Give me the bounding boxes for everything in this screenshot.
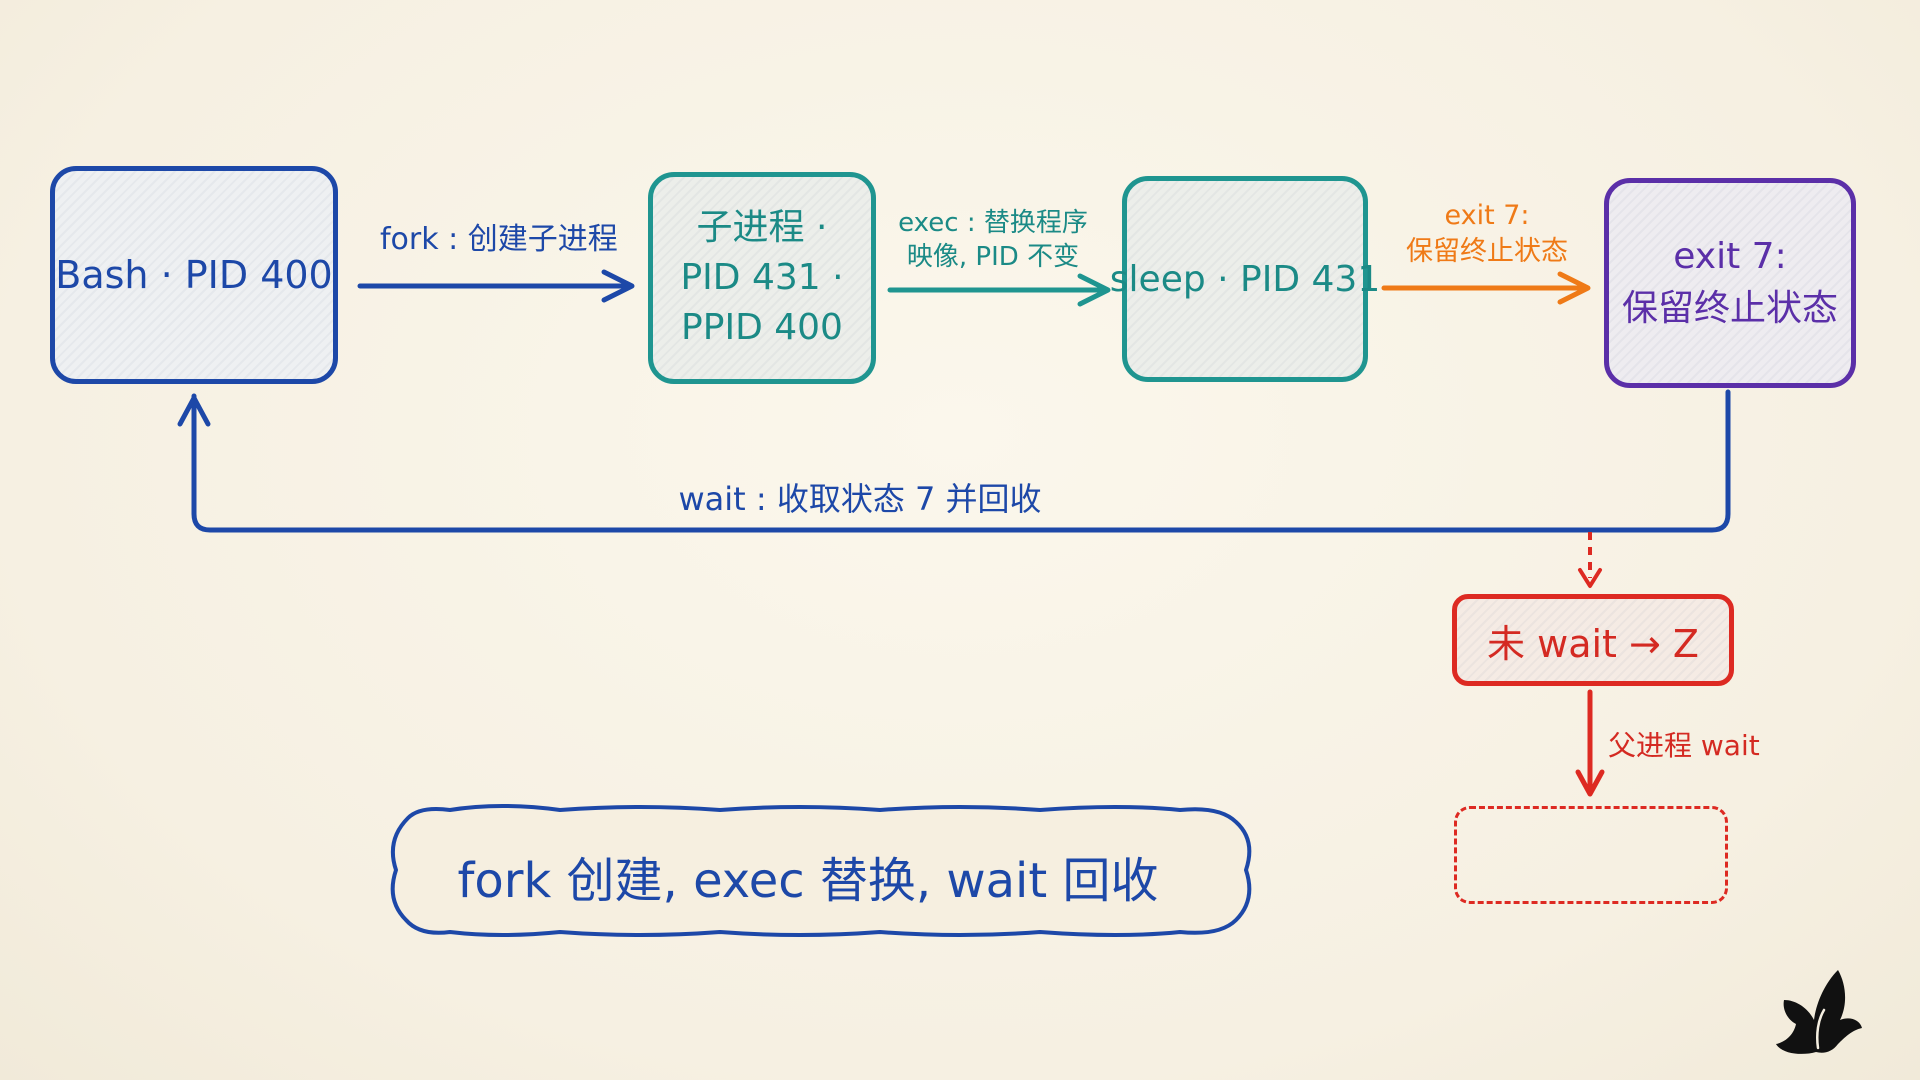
node-reaped-empty xyxy=(1454,806,1728,904)
node-bash-label: Bash · PID 400 xyxy=(55,253,333,297)
node-exit-line-1: exit 7: xyxy=(1673,236,1787,277)
edge-label-wait: wait : 收取状态 7 并回收 xyxy=(678,480,1042,518)
edge-label-exit: exit 7: 保留终止状态 xyxy=(1380,198,1594,270)
node-child-line-2: PID 431 · xyxy=(680,257,844,298)
edge-label-exec-line-1: exec : 替换程序 xyxy=(898,208,1088,238)
butterfly-icon xyxy=(1776,970,1862,1054)
node-exit-line-2: 保留终止状态 xyxy=(1621,288,1838,329)
wait-loop-arrow xyxy=(177,389,1731,533)
zombie-branch-arrow xyxy=(1578,532,1602,588)
node-exit-state: exit 7: 保留终止状态 xyxy=(1604,178,1856,388)
node-zombie-label: 未 wait → Z xyxy=(1487,621,1699,666)
edge-label-fork: fork : 创建子进程 xyxy=(380,222,618,257)
node-bash-process: Bash · PID 400 xyxy=(50,166,338,384)
node-child-line-1: 子进程 · xyxy=(696,207,828,248)
node-sleep-process: sleep · PID 431 xyxy=(1110,176,1380,382)
edge-label-exec: exec : 替换程序 映像, PID 不变 xyxy=(886,206,1100,274)
callout-summary-text: fork 创建, exec 替换, wait 回收 xyxy=(457,853,1159,909)
node-child-process: 子进程 · PID 431 · PPID 400 xyxy=(648,172,876,384)
edge-label-exit-line-2: 保留终止状态 xyxy=(1406,236,1568,267)
node-child-line-3: PPID 400 xyxy=(681,307,843,348)
callout-cloud xyxy=(390,804,1252,937)
edge-label-exit-line-1: exit 7: xyxy=(1444,200,1530,231)
edge-label-parent-wait: 父进程 wait xyxy=(1608,729,1760,762)
exit-arrow xyxy=(1381,271,1591,305)
fork-arrow xyxy=(357,269,635,303)
node-sleep-label: sleep · PID 431 xyxy=(1109,258,1381,300)
exec-arrow xyxy=(887,273,1111,307)
parent-wait-arrow xyxy=(1575,689,1605,797)
node-zombie-state: 未 wait → Z xyxy=(1452,594,1734,686)
edge-label-exec-line-2: 映像, PID 不变 xyxy=(906,242,1080,272)
